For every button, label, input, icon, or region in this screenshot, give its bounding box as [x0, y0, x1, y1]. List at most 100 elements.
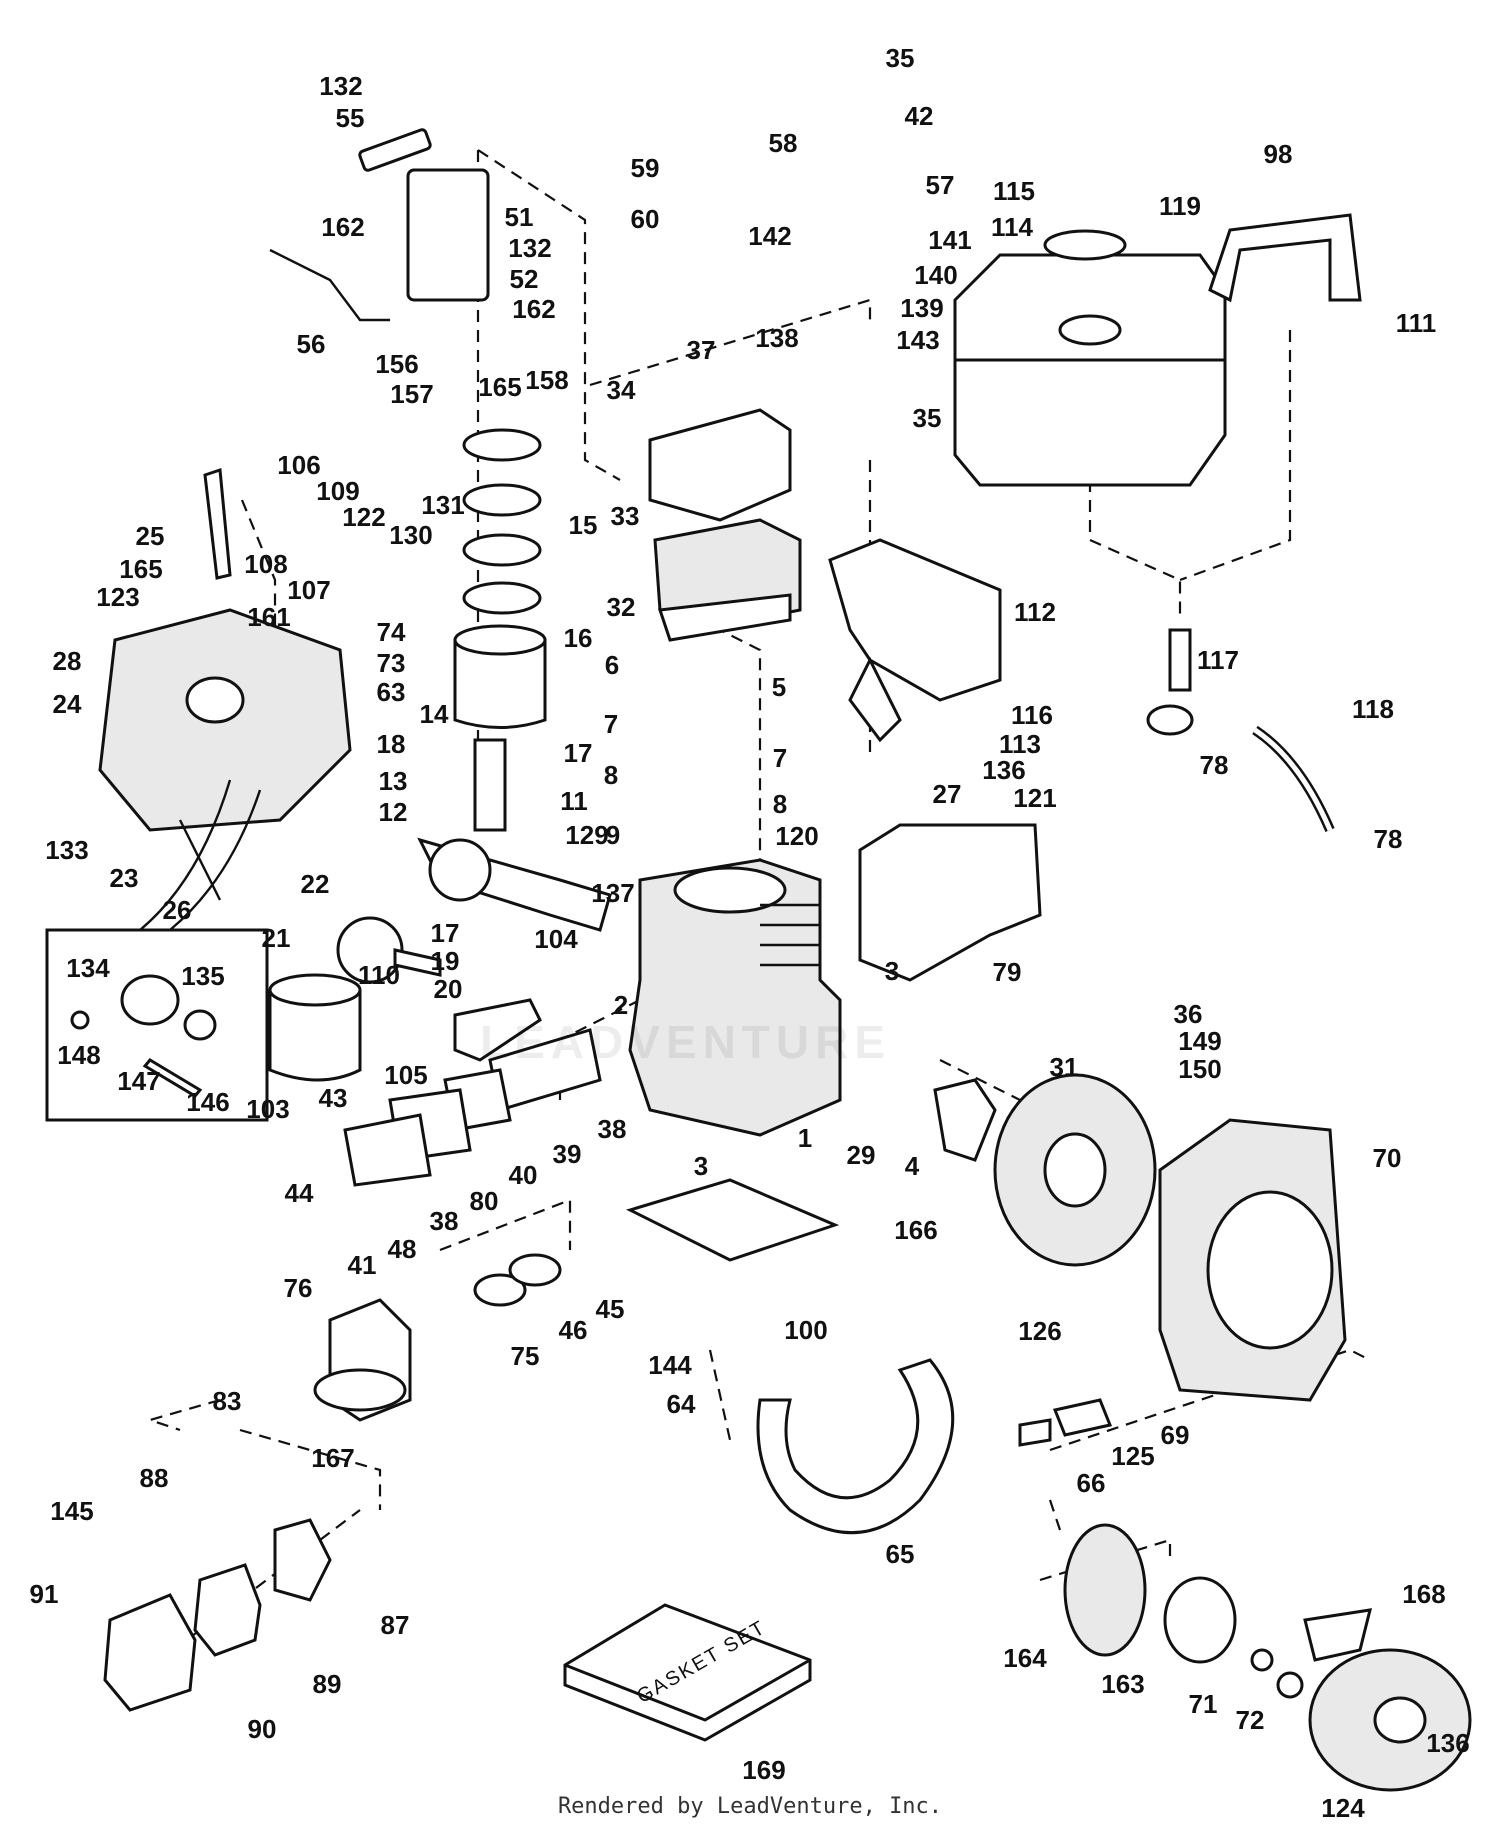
- part-label-p14: 14: [420, 699, 449, 729]
- part-label-p37: 37: [687, 335, 716, 365]
- part-label-p79: 79: [993, 957, 1022, 987]
- part-label-p113: 113: [999, 729, 1041, 759]
- part-label-p57: 57: [926, 170, 955, 200]
- part-label-p91: 91: [30, 1579, 59, 1609]
- part-label-p41: 41: [348, 1250, 377, 1280]
- part-label-p138: 138: [755, 323, 798, 353]
- part-label-p7a: 7: [604, 709, 618, 739]
- part-label-p89: 89: [313, 1669, 342, 1699]
- part-label-p142: 142: [748, 221, 791, 251]
- part-label-p3a: 3: [885, 956, 899, 986]
- part-label-p22: 22: [301, 869, 330, 899]
- part-label-p136a: 136: [982, 755, 1025, 785]
- part-label-p132a: 132: [319, 71, 362, 101]
- part-label-p35a: 35: [886, 43, 915, 73]
- part-label-p76: 76: [284, 1273, 313, 1303]
- part-label-p90: 90: [248, 1714, 277, 1744]
- part-label-p165a: 165: [119, 554, 162, 584]
- part-label-p105: 105: [384, 1060, 427, 1090]
- part-label-p17a: 17: [564, 738, 593, 768]
- part-label-p66: 66: [1077, 1468, 1106, 1498]
- part-label-p48: 48: [388, 1234, 417, 1264]
- part-label-p139: 139: [900, 293, 943, 323]
- part-label-p164: 164: [1003, 1643, 1047, 1673]
- part-label-p148: 148: [57, 1040, 100, 1070]
- part-label-p8a: 8: [604, 760, 618, 790]
- part-label-p72: 72: [1236, 1705, 1265, 1735]
- part-label-p39: 39: [553, 1139, 582, 1169]
- part-label-p73: 73: [377, 648, 406, 678]
- part-label-p119: 119: [1159, 191, 1201, 221]
- part-label-p131: 131: [421, 490, 464, 520]
- part-label-p43: 43: [319, 1083, 348, 1113]
- part-illustrations: [45, 128, 1472, 1792]
- part-label-p25: 25: [136, 521, 165, 551]
- part-label-p88: 88: [140, 1463, 169, 1493]
- part-label-p17b: 17: [431, 918, 460, 948]
- part-label-p117: 117: [1197, 645, 1239, 675]
- part-label-p145: 145: [50, 1496, 93, 1526]
- watermark: LEADVENTURE: [480, 1016, 892, 1068]
- part-label-p134: 134: [66, 953, 110, 983]
- part-label-p51: 51: [505, 202, 534, 232]
- part-label-p157: 157: [390, 379, 433, 409]
- part-label-p7b: 7: [773, 743, 787, 773]
- part-label-p161: 161: [247, 602, 290, 632]
- part-label-p103: 103: [246, 1094, 289, 1124]
- part-label-p121: 121: [1013, 783, 1056, 813]
- part-label-p27: 27: [933, 779, 962, 809]
- part-label-p169: 169: [742, 1755, 785, 1785]
- part-label-p3b: 3: [694, 1151, 708, 1181]
- part-label-p44: 44: [285, 1178, 314, 1208]
- part-label-p150: 150: [1178, 1054, 1221, 1084]
- part-label-p129: 129: [565, 820, 608, 850]
- part-label-p23: 23: [110, 863, 139, 893]
- part-label-p28: 28: [53, 646, 82, 676]
- part-label-p163: 163: [1101, 1669, 1144, 1699]
- part-label-p15: 15: [569, 510, 598, 540]
- part-label-p83: 83: [213, 1386, 242, 1416]
- part-label-p116: 116: [1011, 700, 1053, 730]
- part-label-p158: 158: [525, 365, 568, 395]
- part-label-p69: 69: [1161, 1420, 1190, 1450]
- part-label-p118: 118: [1352, 694, 1394, 724]
- part-label-p46: 46: [559, 1315, 588, 1345]
- part-label-p78a: 78: [1200, 750, 1229, 780]
- part-label-p135: 135: [181, 961, 224, 991]
- gasket-set-box: GASKET SET: [563, 1603, 812, 1742]
- part-label-p26: 26: [163, 895, 192, 925]
- part-label-p125: 125: [1111, 1441, 1154, 1471]
- part-label-p107: 107: [287, 575, 330, 605]
- part-label-p75: 75: [511, 1341, 540, 1371]
- part-label-p60: 60: [631, 204, 660, 234]
- part-label-p52: 52: [510, 264, 539, 294]
- part-label-p16: 16: [564, 623, 593, 653]
- part-label-p108: 108: [244, 549, 287, 579]
- part-label-p147: 147: [117, 1066, 160, 1096]
- part-label-p133: 133: [45, 835, 88, 865]
- part-label-p40: 40: [509, 1160, 538, 1190]
- part-label-p143: 143: [896, 325, 939, 355]
- part-label-p132b: 132: [508, 233, 551, 263]
- part-label-p6: 6: [605, 650, 619, 680]
- part-label-p130: 130: [389, 520, 432, 550]
- part-label-p126: 126: [1018, 1316, 1061, 1346]
- part-label-p1: 1: [798, 1123, 812, 1153]
- part-label-p100: 100: [784, 1315, 827, 1345]
- part-label-p21: 21: [262, 923, 291, 953]
- part-label-p59: 59: [631, 153, 660, 183]
- part-label-p58: 58: [769, 128, 798, 158]
- part-label-p137: 137: [591, 878, 634, 908]
- part-label-p122: 122: [342, 502, 385, 532]
- part-label-p80: 80: [470, 1186, 499, 1216]
- part-label-p168: 168: [1402, 1579, 1445, 1609]
- part-label-p64: 64: [667, 1389, 696, 1419]
- part-label-p56: 56: [297, 329, 326, 359]
- part-label-p140: 140: [914, 260, 957, 290]
- part-label-p106: 106: [277, 450, 320, 480]
- part-label-p63: 63: [377, 677, 406, 707]
- part-label-p12: 12: [379, 797, 408, 827]
- part-label-p42: 42: [905, 101, 934, 131]
- part-label-p123: 123: [96, 582, 139, 612]
